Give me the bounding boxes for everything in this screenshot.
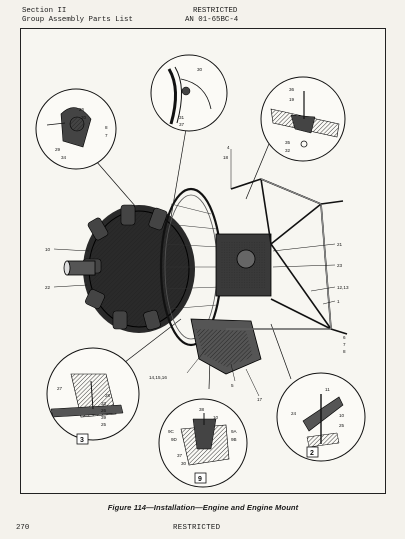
callout: 37 (179, 122, 185, 127)
radial-engine (63, 187, 272, 375)
detail-box-label: 3 (80, 437, 84, 444)
callout: 11 (325, 387, 330, 392)
main-callout-leaders (53, 149, 336, 397)
callout: 21 (337, 242, 343, 247)
callout: 19 (289, 97, 295, 102)
callout: 8 (105, 125, 108, 130)
callout: 25 (101, 422, 107, 427)
detail-top-right: 36 19 35 32 (260, 76, 346, 162)
list-title: Group Assembly Parts List (22, 15, 133, 24)
callout: 25 (339, 423, 345, 428)
detail-top-left: 26 20 8 7 29 34 (35, 88, 117, 170)
callout: 9D (171, 437, 178, 442)
callout: 36 (289, 87, 295, 92)
callout: 34 (61, 155, 67, 160)
detail-box-label: 2 (310, 450, 314, 457)
callout: 14,15,16 (149, 375, 167, 380)
figure-plate: 4 18 21 23 12,13 1 6 7 8 10 22 14,15,16 … (20, 28, 386, 494)
detail-bottom-left: 27 28 33 26 39 25 3 (46, 347, 140, 445)
detail-bottom-center: 38 10 9C 9D 9A 9B 37 30 9 (158, 398, 248, 488)
footer-security-marking: RESTRICTED (173, 524, 221, 532)
detail-bottom-right: 11 24 10 25 2 (276, 372, 366, 462)
callout: 29 (55, 147, 61, 152)
engine-installation-illustration: 4 18 21 23 12,13 1 6 7 8 10 22 14,15,16 … (35, 54, 366, 488)
detail-top-center: 30 31 37 (150, 54, 228, 132)
section-label: Section II (22, 7, 67, 15)
figure-caption: Figure 114—Installation—Engine and Engin… (107, 503, 299, 512)
manual-number: AN 01-65BC-4 (185, 15, 239, 24)
main-callouts: 4 18 21 23 12,13 1 6 7 8 10 22 14,15,16 … (45, 145, 349, 402)
callout: 12,13 (337, 285, 349, 290)
callout: 26 (79, 107, 85, 112)
callout: 37 (177, 453, 183, 458)
callout: 33 (101, 401, 107, 406)
security-marking: RESTRICTED (193, 7, 238, 15)
callout: 35 (285, 140, 291, 145)
callout: 7 (105, 133, 108, 138)
callout: 28 (105, 393, 111, 398)
callout: 9B (231, 437, 237, 442)
callout: 18 (223, 155, 229, 160)
header-left: Section II Group Assembly Parts List (22, 7, 133, 24)
callout: 17 (257, 397, 263, 402)
callout: 7 (343, 342, 346, 347)
callout: 30 (181, 461, 187, 466)
callout: 1 (337, 299, 340, 304)
callout: 30 (197, 67, 203, 72)
callout: 38 (199, 407, 205, 412)
callout: 31 (179, 115, 185, 120)
callout: 10 (339, 413, 345, 418)
callout: 10 (45, 247, 51, 252)
detail-box-label: 9 (198, 476, 202, 483)
callout: 22 (45, 285, 51, 290)
callout: 23 (337, 263, 343, 268)
callout: 9A (231, 429, 238, 434)
callout: 24 (291, 411, 297, 416)
callout: 5 (231, 383, 234, 388)
callout: 27 (57, 386, 63, 391)
callout: 4 (227, 145, 230, 150)
header-right: RESTRICTED AN 01-65BC-4 (185, 7, 238, 24)
page-number: 270 (16, 524, 30, 532)
callout: 10 (213, 415, 219, 420)
callout: 32 (285, 148, 291, 153)
callout: 20 (81, 115, 87, 120)
callout: 6 (343, 335, 346, 340)
callout: 26 (101, 408, 107, 413)
callout: 39 (101, 415, 107, 420)
callout: 8 (343, 349, 346, 354)
callout: 9C (168, 429, 175, 434)
